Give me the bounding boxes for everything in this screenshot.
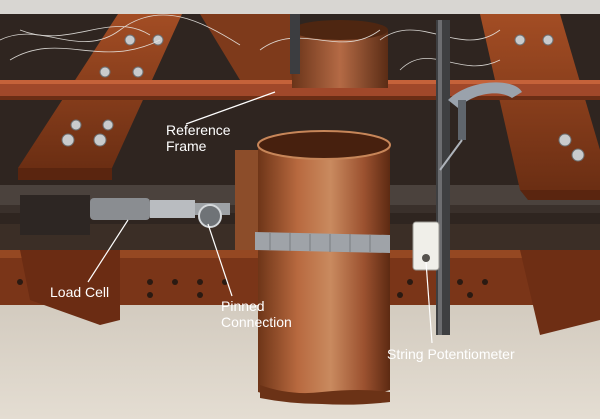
reference-frame-label: Reference Frame: [166, 122, 231, 154]
pinned-connection-label-line1: Pinned: [221, 298, 265, 314]
load-cell-label: Load Cell: [50, 284, 109, 300]
reference-frame-label-line1: Reference: [166, 122, 231, 138]
reference-frame-label-line2: Frame: [166, 138, 207, 154]
pinned-connection-label: Pinned Connection: [221, 298, 292, 330]
string-potentiometer-label: String Potentiometer: [387, 346, 515, 362]
pinned-connection-label-line2: Connection: [221, 314, 292, 330]
load-cell-label-text: Load Cell: [50, 284, 110, 300]
string-potentiometer-label-text: String Potentiometer: [387, 346, 515, 362]
